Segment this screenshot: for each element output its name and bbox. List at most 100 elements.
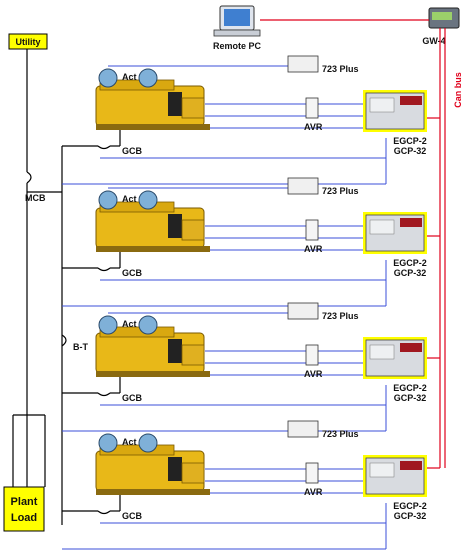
plant-load-label-1: Plant (11, 496, 38, 508)
utility-box (8, 33, 48, 50)
governor-label: 723 Plus (322, 311, 359, 321)
avr-icon (305, 344, 319, 366)
engine-base-icon (96, 371, 210, 377)
controller-label-gcp: GCP-32 (394, 268, 427, 278)
actuator-icon (98, 68, 118, 88)
actuator-icon (98, 190, 118, 210)
controller-label-egcp: EGCP-2 (393, 501, 427, 511)
turbo-icon (138, 315, 158, 335)
engine-base-icon (96, 489, 210, 495)
keyboard-icon (213, 29, 261, 37)
controller-label-egcp: EGCP-2 (393, 136, 427, 146)
governor-icon (168, 92, 182, 116)
controller-keypad-icon (369, 97, 395, 113)
avr-icon (305, 97, 319, 119)
power-wiring (62, 495, 121, 515)
governor-controller-icon (287, 302, 319, 320)
governor-label: 723 Plus (322, 186, 359, 196)
turbo-icon (138, 68, 158, 88)
avr-label: AVR (304, 487, 323, 497)
engine-base-icon (96, 124, 210, 130)
governor-icon (168, 214, 182, 238)
engine-head-icon (99, 79, 175, 91)
controller-label-gcp: GCP-32 (394, 393, 427, 403)
controller-keypad-icon (369, 219, 395, 235)
turbo-icon (138, 190, 158, 210)
controller-keypad-icon (369, 344, 395, 360)
act-label: Act (122, 72, 137, 82)
bt-label: B-T (73, 342, 88, 352)
utility-source: Utility (8, 33, 48, 50)
controller-keypad-icon (369, 462, 395, 478)
act-label: Act (122, 437, 137, 447)
plant-load-label-2: Load (11, 512, 37, 524)
governor-controller-icon (287, 177, 319, 195)
alternator-icon (181, 344, 205, 366)
avr-label: AVR (304, 122, 323, 132)
engine-generator (95, 433, 210, 495)
remote-pc-label: Remote PC (213, 41, 262, 51)
gcb-label: GCB (122, 146, 143, 156)
power-wiring (62, 252, 121, 272)
gcb-label: GCB (122, 268, 143, 278)
governor-label: 723 Plus (322, 64, 359, 74)
gw4-label: GW-4 (422, 36, 445, 46)
gateway-display-icon (432, 12, 452, 20)
controller-display-icon (400, 96, 422, 105)
gcb-breaker (97, 267, 111, 272)
controller-label-egcp: EGCP-2 (393, 258, 427, 268)
signal-wiring (62, 65, 387, 185)
avr-icon (305, 219, 319, 241)
gw4-gateway: GW-4 (422, 7, 460, 46)
actuator-icon (98, 433, 118, 453)
controller-display-icon (400, 343, 422, 352)
engine-base-icon (96, 246, 210, 252)
power-lines (12, 49, 67, 525)
controller-display-icon (400, 218, 422, 227)
remote-pc: Remote PC (213, 5, 262, 51)
avr-label: AVR (304, 369, 323, 379)
engine-generator (95, 68, 210, 130)
utility-label: Utility (15, 37, 40, 47)
can-bus-lines (260, 19, 446, 469)
gcb-label: GCB (122, 393, 143, 403)
engine-generator (95, 190, 210, 252)
governor-controller-icon (287, 420, 319, 438)
power-wiring (62, 377, 121, 397)
gcb-breaker (97, 145, 111, 150)
act-label: Act (122, 194, 137, 204)
turbo-icon (138, 433, 158, 453)
avr-label: AVR (304, 244, 323, 254)
signal-wiring (62, 430, 387, 550)
can-bus-label: Can bus (453, 72, 463, 108)
controller-label-egcp: EGCP-2 (393, 383, 427, 393)
screen-icon (224, 9, 250, 26)
governor-icon (168, 339, 182, 363)
controller-label-gcp: GCP-32 (394, 146, 427, 156)
signal-wiring (62, 187, 387, 307)
act-label: Act (122, 319, 137, 329)
gcb-label: GCB (122, 511, 143, 521)
governor-label: 723 Plus (322, 429, 359, 439)
alternator-icon (181, 462, 205, 484)
mcb-label: MCB (25, 193, 46, 203)
controller-display-icon (400, 461, 422, 470)
avr-icon (305, 462, 319, 484)
engine-head-icon (99, 444, 175, 456)
engine-head-icon (99, 326, 175, 338)
power-wiring (62, 130, 121, 150)
controller-label-gcp: GCP-32 (394, 511, 427, 521)
alternator-icon (181, 97, 205, 119)
plant-load-box (3, 486, 45, 532)
governor-icon (168, 457, 182, 481)
gcb-breaker (97, 392, 111, 397)
actuator-icon (98, 315, 118, 335)
governor-controller-icon (287, 55, 319, 73)
engine-head-icon (99, 201, 175, 213)
plant-load: Plant Load (3, 486, 45, 532)
